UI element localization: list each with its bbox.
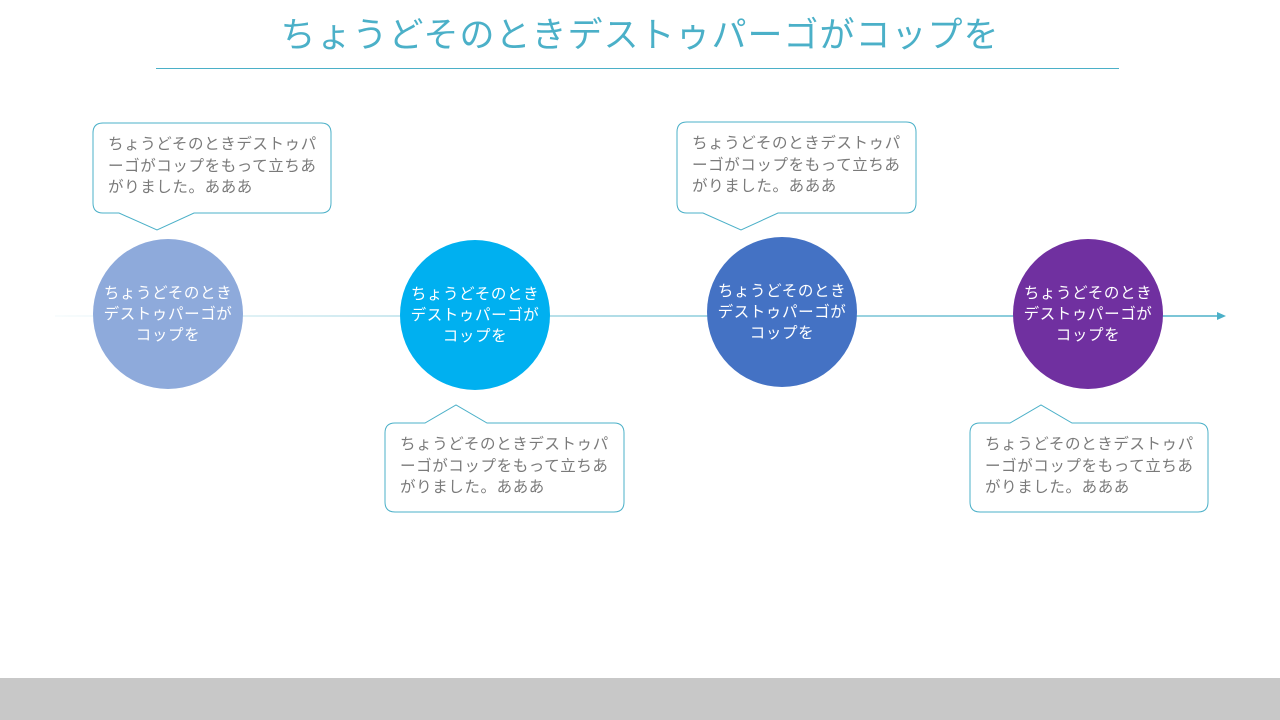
callout-text-4: ちょうどそのときデストゥパーゴがコップをもって立ちあがりました。あああ: [985, 435, 1194, 496]
footer-bar: [0, 678, 1280, 720]
callout-shape-4: [969, 404, 1209, 513]
timeline-arrowhead: [1217, 312, 1226, 320]
callout-shape-3: [676, 121, 917, 231]
callout-text-2: ちょうどそのときデストゥパーゴがコップをもって立ちあがりました。あああ: [400, 435, 609, 496]
callout-shape-1: [92, 122, 332, 231]
title-divider: [156, 68, 1119, 69]
step-node-1: ちょうどそのときデストゥパーゴがコップを: [93, 239, 243, 389]
callout-shape-2: [384, 404, 625, 513]
step-node-4: ちょうどそのときデストゥパーゴがコップを: [1013, 239, 1163, 389]
callout-text-1: ちょうどそのときデストゥパーゴがコップをもって立ちあがりました。あああ: [108, 135, 317, 196]
callout-text-3: ちょうどそのときデストゥパーゴがコップをもって立ちあがりました。あああ: [692, 134, 901, 195]
step-node-2: ちょうどそのときデストゥパーゴがコップを: [400, 240, 550, 390]
step-node-3: ちょうどそのときデストゥパーゴがコップを: [707, 237, 857, 387]
slide-title: ちょうどそのときデストゥパーゴがコップを: [280, 16, 1000, 56]
